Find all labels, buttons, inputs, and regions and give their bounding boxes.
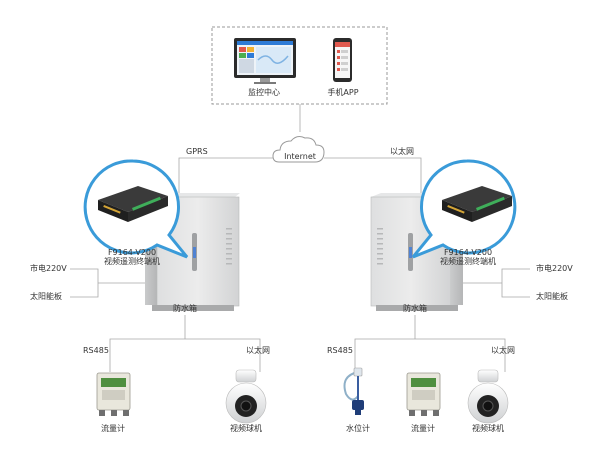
- ethernet-link-label: 以太网: [390, 147, 414, 156]
- right-solar-label: 太阳能板: [536, 292, 568, 301]
- right-device-name: 视频遥测终端机: [440, 257, 496, 266]
- flow-meter-icon: [96, 372, 131, 416]
- gprs-label: GPRS: [186, 147, 208, 156]
- left-mains-label: 市电220V: [30, 264, 67, 273]
- phone-icon: [333, 38, 352, 82]
- left-dome-camera-label: 视频球机: [230, 424, 262, 433]
- left-ethernet-label: 以太网: [246, 346, 270, 355]
- terminal-device-icon: [98, 186, 168, 222]
- phone-app-label: 手机APP: [327, 88, 359, 97]
- water-level-sensor-icon: [343, 367, 364, 415]
- right-water-level-label: 水位计: [346, 424, 370, 433]
- right-cabinet-label: 防水箱: [403, 304, 427, 313]
- left-flow-meter-label: 流量计: [101, 424, 125, 433]
- monitor-icon: [234, 38, 296, 84]
- terminal-device-icon: [442, 186, 512, 222]
- right-device-model: F9164-V200: [443, 248, 493, 257]
- cloud-icon: [272, 136, 325, 163]
- left-device-model: F9164-V200: [107, 248, 157, 257]
- dome-camera-icon: [467, 369, 509, 424]
- connection-lines: [70, 104, 530, 372]
- right-flow-meter-label: 流量计: [411, 424, 435, 433]
- left-device-name: 视频遥测终端机: [104, 257, 160, 266]
- right-mains-label: 市电220V: [536, 264, 573, 273]
- left-solar-label: 太阳能板: [30, 292, 62, 301]
- right-rs485-label: RS485: [327, 346, 353, 355]
- left-rs485-label: RS485: [83, 346, 109, 355]
- right-ethernet-label: 以太网: [491, 346, 515, 355]
- dome-camera-icon: [225, 369, 267, 424]
- right-dome-camera-label: 视频球机: [472, 424, 504, 433]
- flow-meter-icon: [406, 372, 441, 416]
- right-terminal-callout: [411, 159, 517, 259]
- left-cabinet-label: 防水箱: [173, 304, 197, 313]
- monitoring-center-box: [211, 26, 388, 105]
- left-terminal-callout: [83, 159, 189, 259]
- monitor-label: 监控中心: [248, 88, 280, 97]
- internet-label: Internet: [284, 152, 316, 161]
